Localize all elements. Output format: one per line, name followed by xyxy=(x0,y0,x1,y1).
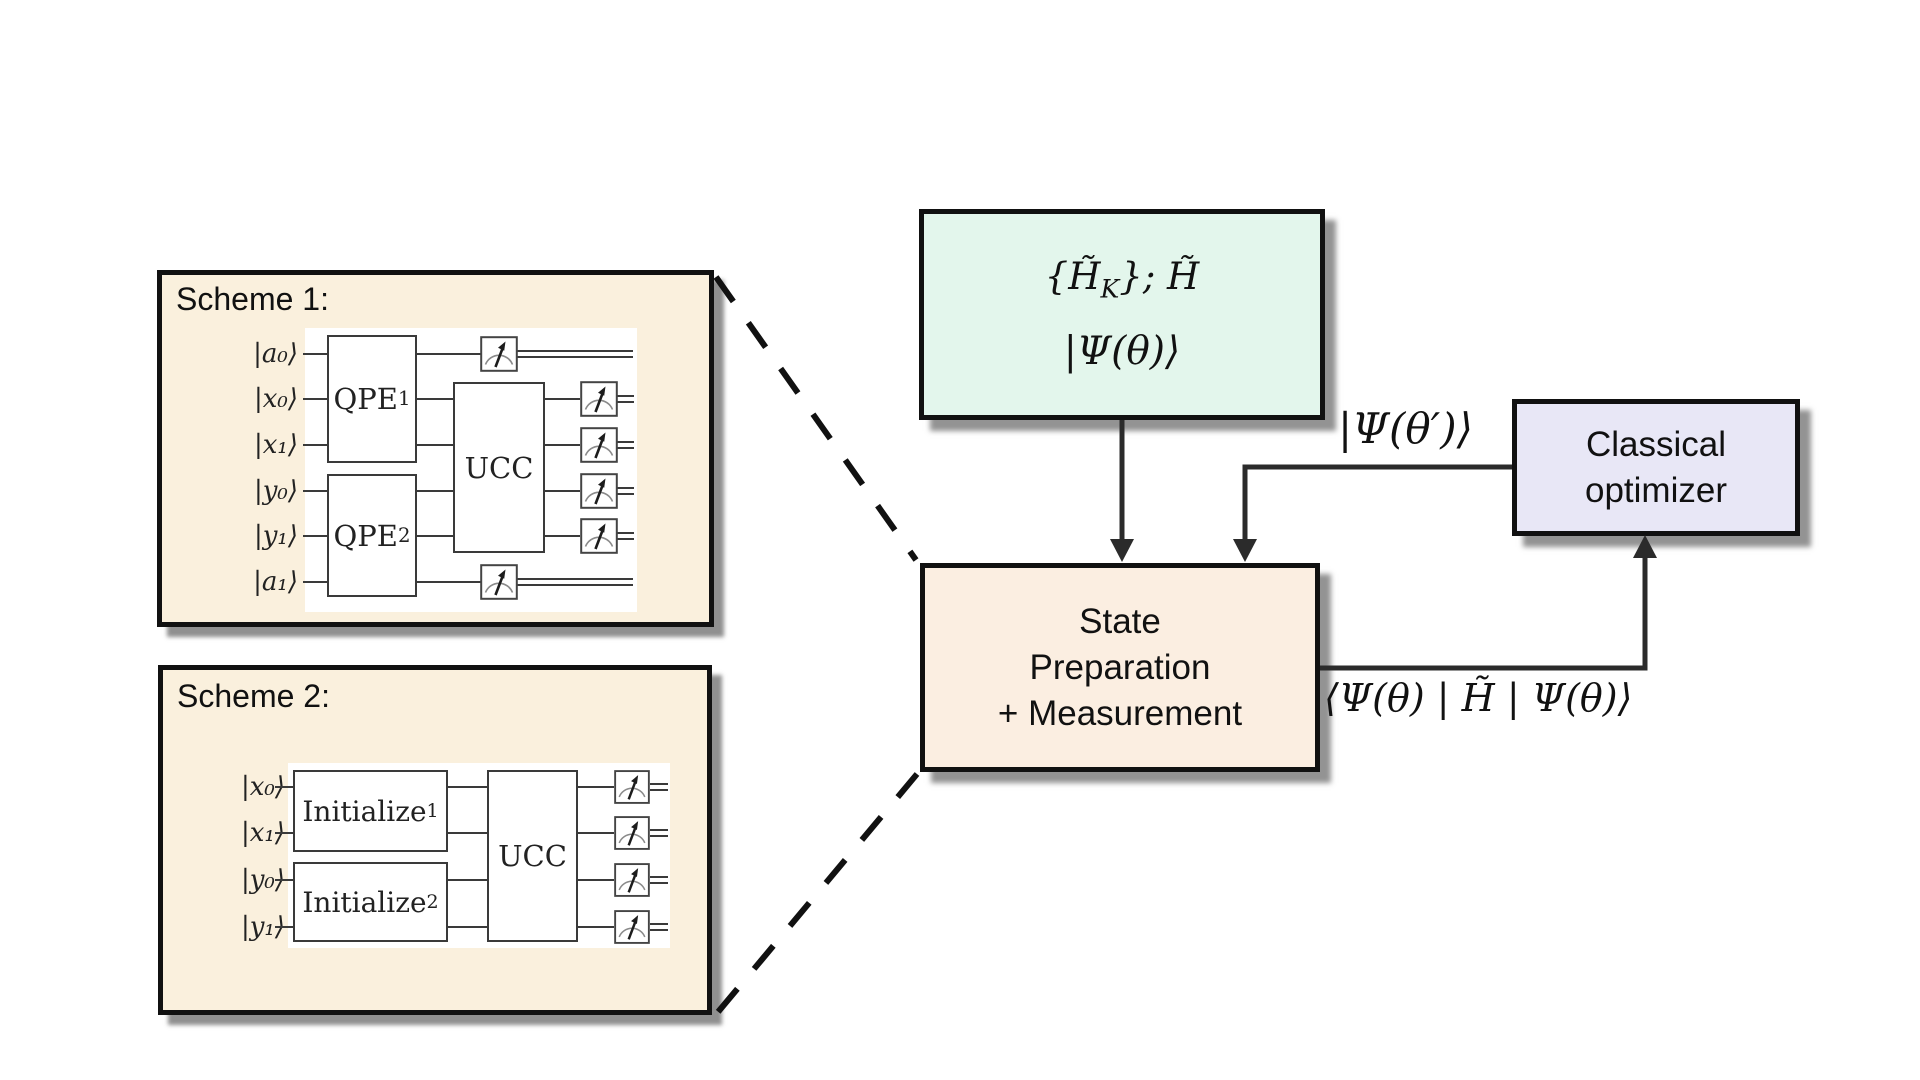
measurement-gate-icon xyxy=(480,564,518,600)
qubit-label: |x₁⟩ xyxy=(254,430,298,460)
arrow-stateprep-to-optimizer xyxy=(1320,552,1648,671)
classical-optimizer-box: Classical optimizer xyxy=(1512,399,1800,536)
gate-ucc: UCC xyxy=(487,770,578,942)
gate-label: QPE xyxy=(333,382,398,416)
state-prep-line2: Preparation xyxy=(1029,647,1211,687)
measurement-gate-icon xyxy=(580,381,618,417)
gate-label: QPE xyxy=(333,518,398,553)
qubit-label: |a₀⟩ xyxy=(253,339,298,369)
measurement-gate-icon xyxy=(580,518,618,554)
arrow-optimizer-to-stateprep xyxy=(1242,464,1512,544)
gate-label: UCC xyxy=(498,839,567,873)
measurement-gate-icon xyxy=(480,336,518,372)
hamiltonian-set-formula: {H̃K}; H̃ xyxy=(1044,254,1200,304)
gate-ucc: UCC xyxy=(453,382,545,553)
arrowhead-down-icon xyxy=(1110,539,1134,562)
hamiltonian-input-box: {H̃K}; H̃ |Ψ(θ)⟩ xyxy=(919,209,1325,420)
qubit-label: |y₀⟩ xyxy=(240,865,285,895)
state-prep-line1: State xyxy=(1079,601,1161,641)
dashed-connector-scheme1 xyxy=(713,275,919,562)
qubit-label: |y₀⟩ xyxy=(253,476,298,506)
optimizer-line1: Classical xyxy=(1585,424,1727,464)
gate-label: Initialize xyxy=(302,794,427,828)
ansatz-state-formula: |Ψ(θ)⟩ xyxy=(1063,329,1181,375)
gate-label: UCC xyxy=(464,450,534,485)
quantum-wire xyxy=(303,490,580,492)
measurement-gate-icon xyxy=(580,427,618,463)
scheme2-panel: Scheme 2: |x₀⟩ |x₁⟩ |y₀⟩ |y₁⟩ Initialize… xyxy=(158,665,712,1015)
qubit-label: |x₀⟩ xyxy=(254,384,298,414)
measurement-gate-icon xyxy=(614,815,650,851)
measurement-gate-icon xyxy=(614,769,650,805)
classical-wire xyxy=(517,350,633,358)
scheme1-panel: Scheme 1: |a₀⟩ |x₀⟩ |x₁⟩ |y₀⟩ |y₁⟩ |a₁⟩ … xyxy=(157,270,714,627)
classical-wire xyxy=(650,783,668,791)
classical-wire xyxy=(517,578,633,586)
state-preparation-box: State Preparation + Measurement xyxy=(920,563,1320,772)
classical-wire xyxy=(650,876,668,884)
quantum-wire xyxy=(303,535,580,537)
classical-wire xyxy=(650,829,668,837)
arrowhead-up-icon xyxy=(1633,535,1657,558)
feedback-state-label: |Ψ(θ′)⟩ xyxy=(1338,404,1473,453)
quantum-wire xyxy=(303,398,580,400)
qubit-label: |a₁⟩ xyxy=(253,567,298,597)
classical-wire xyxy=(616,395,634,403)
scheme1-title: Scheme 1: xyxy=(176,281,329,317)
classical-wire xyxy=(616,441,634,449)
expectation-value-label: ⟨Ψ(θ) | H̃ | Ψ(θ)⟩ xyxy=(1324,676,1633,720)
state-prep-line3: + Measurement xyxy=(997,693,1243,733)
classical-wire xyxy=(616,487,634,495)
measurement-gate-icon xyxy=(614,862,650,898)
qubit-label: |y₁⟩ xyxy=(253,521,298,551)
qubit-label: |y₁⟩ xyxy=(240,912,285,942)
measurement-gate-icon xyxy=(614,909,650,945)
arrowhead-down-icon xyxy=(1233,539,1257,562)
scheme2-title: Scheme 2: xyxy=(177,678,330,714)
quantum-wire xyxy=(303,444,580,446)
classical-wire xyxy=(616,532,634,540)
qubit-label: |x₁⟩ xyxy=(241,818,285,848)
optimizer-line2: optimizer xyxy=(1585,470,1727,510)
measurement-gate-icon xyxy=(580,473,618,509)
qubit-label: |x₀⟩ xyxy=(241,772,285,802)
dashed-connector-scheme2 xyxy=(710,772,920,1020)
classical-wire xyxy=(650,923,668,931)
gate-label: Initialize xyxy=(302,885,427,919)
